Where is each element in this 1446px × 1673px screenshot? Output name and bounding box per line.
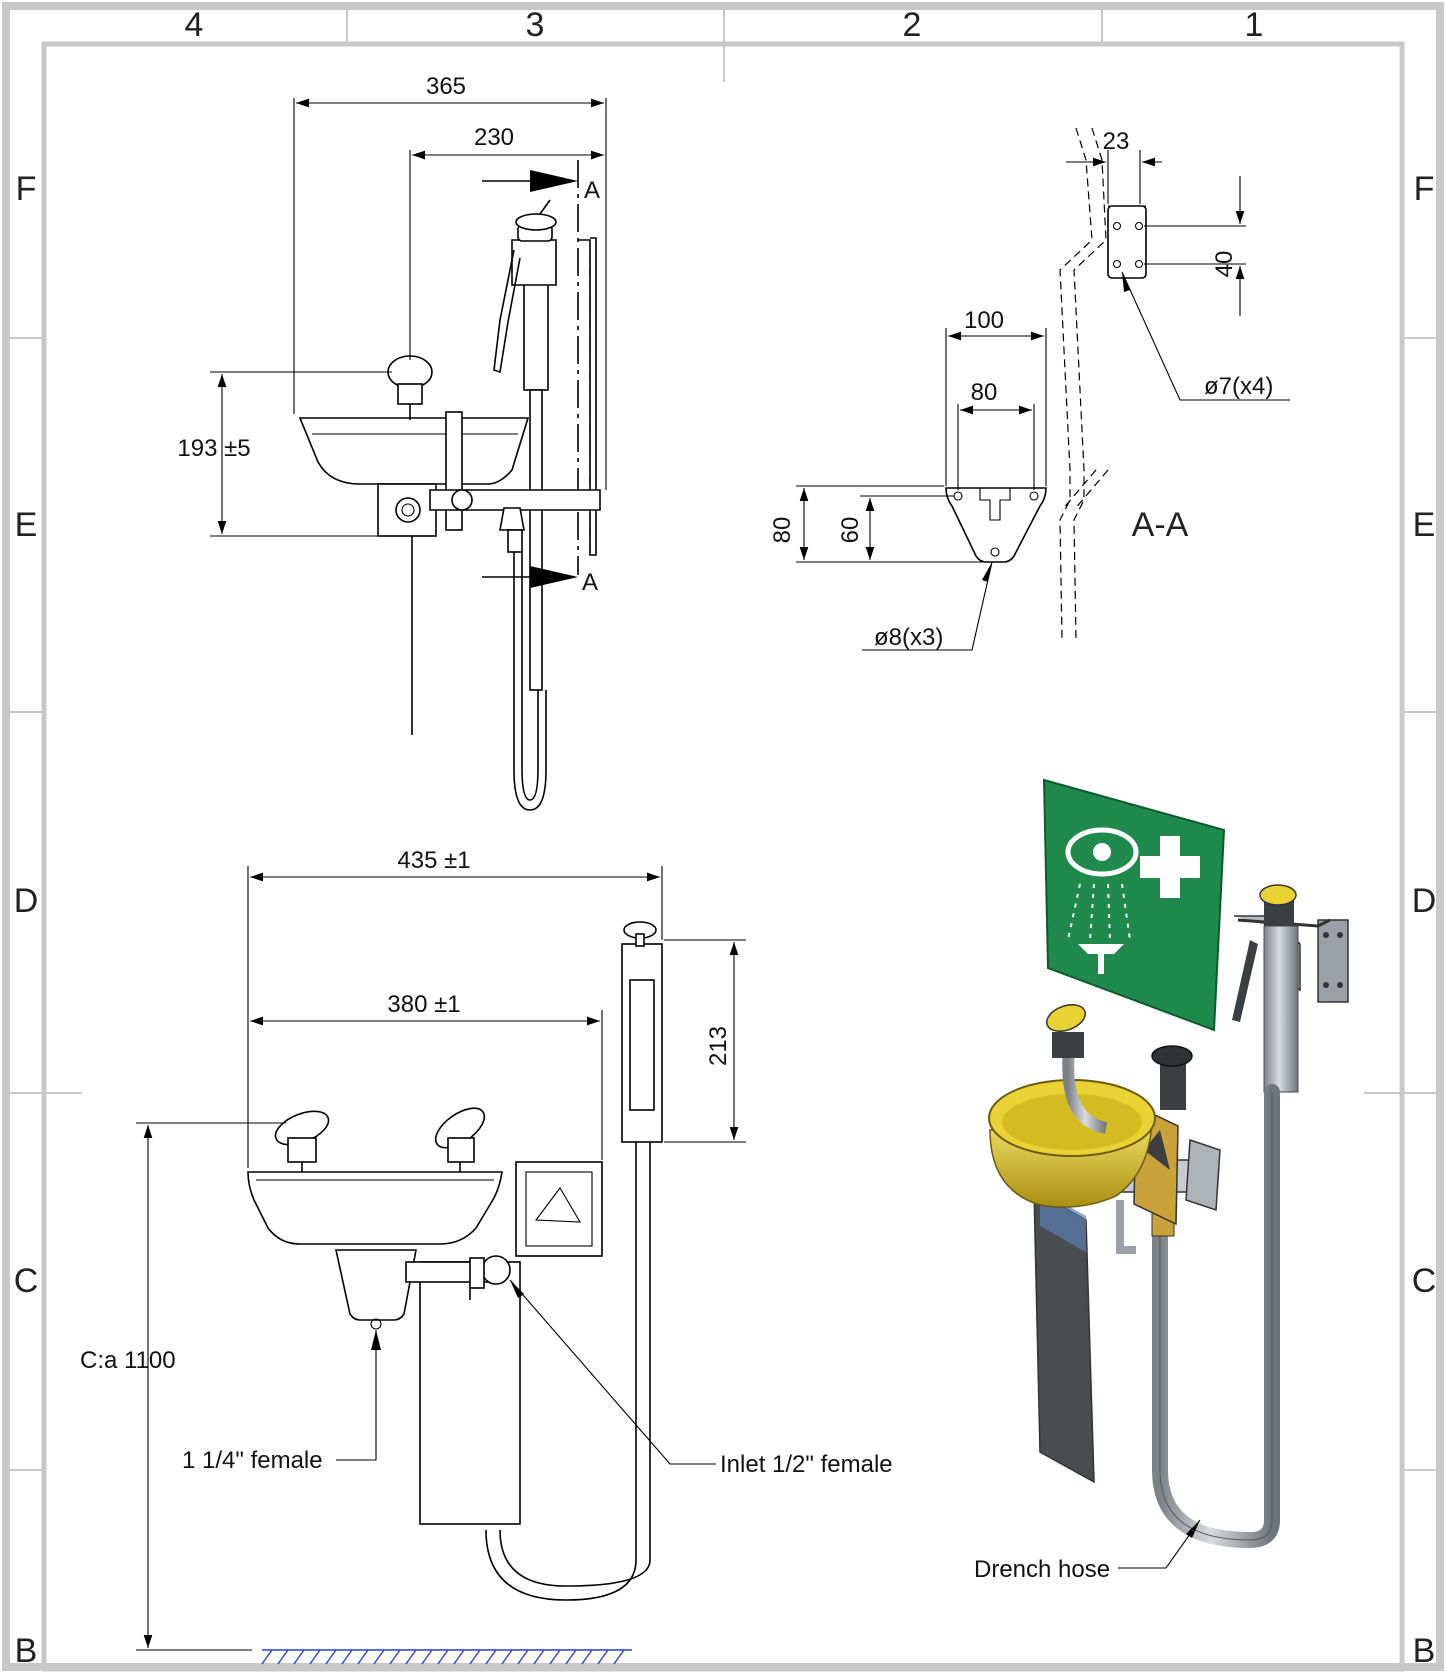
zone-row-D-left: D [14, 882, 39, 920]
zone-row-C-left: C [14, 1262, 39, 1300]
zone-col-1: 1 [1245, 6, 1264, 44]
zone-row-B-right: B [1413, 1632, 1436, 1670]
dim-head-height: 213 [705, 1026, 732, 1066]
zone-col-2: 2 [903, 6, 922, 44]
section-marker-top: A [584, 177, 600, 204]
front-view: 435 ±1 380 ±1 213 C:a 1100 1 1/4" female… [80, 847, 893, 1665]
zone-col-4: 4 [185, 6, 204, 44]
zone-row-E-left: E [15, 506, 38, 544]
floor-hatch [261, 1649, 625, 1665]
callout-drain: 1 1/4" female [182, 1447, 323, 1474]
zone-row-D-right: D [1412, 882, 1437, 920]
zone-row-E-right: E [1413, 506, 1436, 544]
dim-bracket-height: 80 [769, 517, 796, 544]
front-view-geometry [247, 921, 663, 1665]
zone-row-C-right: C [1412, 1262, 1437, 1300]
front-view-dimensions: 435 ±1 380 ±1 213 C:a 1100 1 1/4" female… [80, 847, 893, 1651]
zone-row-B-left: B [15, 1632, 38, 1670]
emergency-sign [1042, 778, 1226, 1032]
dim-overall-width: 365 [426, 73, 466, 100]
dim-bowl-height: 193 ±5 [177, 435, 250, 462]
dim-bracket-hole-pitch: 80 [971, 379, 998, 406]
dim-plate-hole-pitch: 40 [1211, 251, 1238, 278]
iso-view: Drench hose [974, 778, 1349, 1583]
section-title: A-A [1132, 506, 1189, 544]
plate-holes: ø7(x4) [1204, 373, 1273, 400]
section-view: 23 40 ø7(x4) 100 80 80 60 [769, 127, 1290, 651]
callout-inlet: Inlet 1/2" female [720, 1451, 893, 1478]
bracket-holes: ø8(x3) [874, 624, 943, 651]
zone-col-3: 3 [526, 6, 545, 44]
callout-hose: Drench hose [974, 1556, 1110, 1583]
dim-bracket-hole-height: 60 [837, 517, 864, 544]
dim-floor-height: C:a 1100 [80, 1347, 176, 1374]
eye-icon [1065, 827, 1139, 877]
dim-plate-width: 23 [1103, 128, 1130, 155]
zone-row-F-left: F [16, 170, 37, 208]
side-view-geometry [298, 160, 601, 811]
section-marker-bottom: A [582, 569, 598, 596]
zone-row-F-right: F [1414, 170, 1435, 208]
section-view-dimensions: 23 40 ø7(x4) 100 80 80 60 [769, 128, 1290, 651]
iso-unit [988, 884, 1349, 1549]
zone-labels: 4 3 2 1 F E D C B F E D C B [14, 6, 1437, 1670]
cross-icon [1140, 836, 1200, 898]
dim-total-width: 435 ±1 [397, 847, 470, 874]
section-view-geometry [945, 127, 1147, 641]
side-view: 365 230 193 ±5 A A [177, 73, 607, 811]
dim-wall-offset: 230 [474, 124, 514, 151]
side-view-dimensions: 365 230 193 ±5 A A [177, 73, 607, 596]
dim-bracket-width: 100 [964, 307, 1004, 334]
dim-bowl-width: 380 ±1 [387, 991, 460, 1018]
iso-callouts: Drench hose [974, 1519, 1201, 1583]
